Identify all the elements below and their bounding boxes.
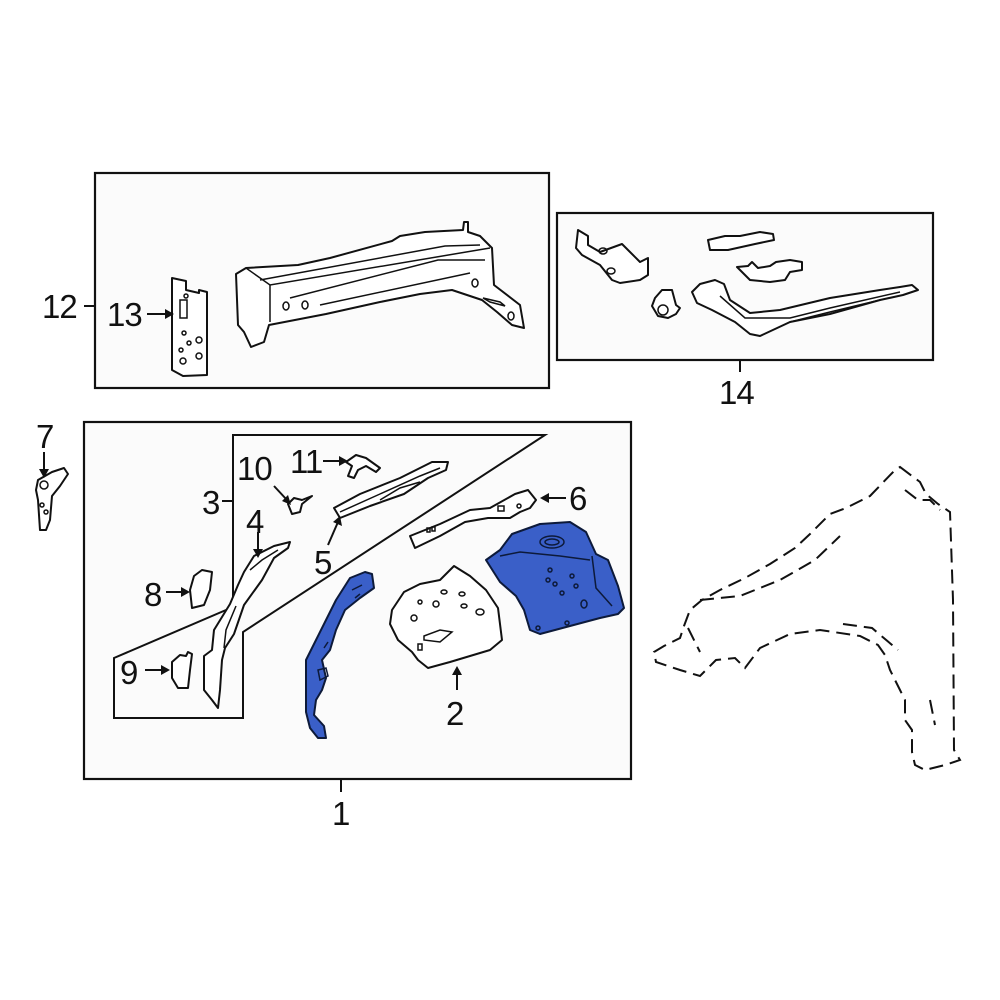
callout-11: 11 (290, 443, 323, 480)
callout-2: 2 (446, 695, 464, 732)
fender-reference-outline (652, 465, 962, 772)
part-6-upper-member[interactable] (409, 489, 537, 549)
part-group-14-bracket-b[interactable] (707, 231, 775, 251)
part-front-side-member[interactable] (235, 221, 525, 348)
arrow-head-icon (39, 469, 49, 478)
callout-5-arrow (327, 521, 339, 546)
callout-4: 4 (246, 503, 264, 540)
arrow-head-icon (339, 456, 348, 466)
callout-8: 8 (144, 576, 162, 613)
part-strut-tower-highlighted[interactable] (485, 521, 625, 635)
callout-5: 5 (314, 544, 332, 581)
part-2-wheelhouse-apron[interactable] (389, 565, 503, 669)
arrow-head-icon (161, 665, 170, 675)
callout-13: 13 (107, 296, 143, 333)
part-group-14-nut[interactable] (651, 289, 681, 319)
part-group-14-bracket-c[interactable] (736, 259, 803, 283)
callout-10-arrow (273, 485, 288, 501)
part-8-bracket[interactable] (189, 569, 213, 609)
arrow-head-icon (165, 309, 174, 319)
arrow-head-icon (540, 493, 549, 503)
callout-6: 6 (569, 480, 587, 517)
group-3-outline (113, 434, 549, 719)
part-9-bracket[interactable] (171, 651, 193, 689)
part-7-bracket[interactable] (35, 467, 69, 531)
callout-14: 14 (719, 374, 755, 411)
part-11-clip[interactable] (345, 454, 381, 479)
arrow-head-icon (181, 587, 190, 597)
callout-3: 3 (202, 484, 220, 521)
callout-12: 12 (42, 288, 78, 325)
callout-9: 9 (120, 654, 138, 691)
arrow-head-icon (253, 549, 263, 558)
arrow-head-icon (282, 495, 291, 505)
part-group-14-rocker[interactable] (691, 279, 919, 337)
part-13-bracket[interactable] (171, 277, 208, 377)
part-5-upper-rail[interactable] (333, 461, 449, 519)
arrow-head-icon (333, 516, 342, 526)
callout-10: 10 (237, 450, 273, 487)
part-apron-reinforcement-highlighted[interactable] (305, 571, 375, 739)
callout-1: 1 (332, 795, 350, 832)
arrow-head-icon (452, 666, 462, 675)
callout-7: 7 (36, 418, 54, 455)
part-10-nut[interactable] (287, 495, 313, 515)
part-group-14-bracket-a[interactable] (575, 229, 649, 284)
part-4-pillar[interactable] (203, 541, 291, 709)
